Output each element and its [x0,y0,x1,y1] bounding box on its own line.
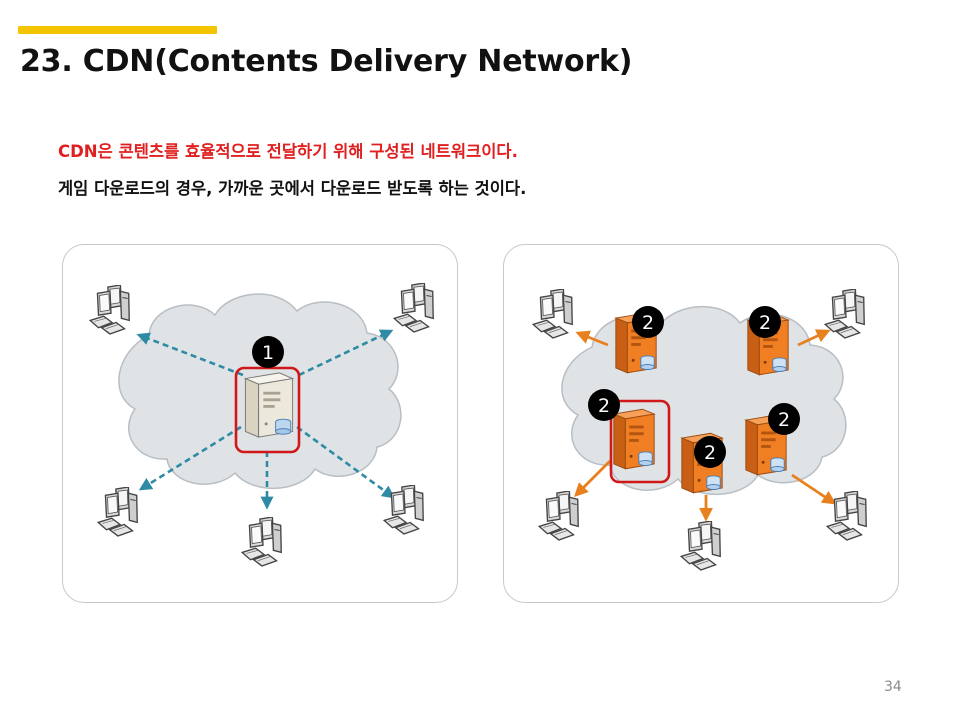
svg-text:2: 2 [704,442,716,464]
step-badge-2: 2 [749,306,781,338]
origin-server-icon [244,372,294,438]
title-accent-bar [18,26,217,34]
workstation-icon [538,491,579,541]
edge-highlight-box [609,399,671,484]
workstation-icon [680,521,721,571]
workstation-icon [241,517,282,567]
step-badge-2: 2 [632,306,664,338]
edge-link [575,330,609,347]
workstation-icon [824,289,865,339]
edge-server-icon [613,408,655,470]
step-badge-2: 2 [768,403,800,435]
workstation-icon [826,491,867,541]
svg-text:2: 2 [598,395,610,417]
workstation-icon [383,485,424,535]
workstation-icon [532,289,573,339]
origin-highlight-box [234,366,301,454]
page-number: 34 [884,679,902,695]
svg-text:2: 2 [778,409,790,431]
cdn-definition-text: CDN은 콘텐츠를 효율적으로 전달하기 위해 구성된 네트워크이다. [58,142,518,161]
diagram-distributed-edge: 2 2 2 2 2 [503,244,899,603]
step-badge-1: 1 [252,336,284,368]
diagram-single-origin: 1 [62,244,458,603]
workstation-icon [89,285,130,335]
edge-link [791,473,837,505]
edge-link [797,329,831,347]
cdn-example-text: 게임 다운로드의 경우, 가까운 곳에서 다운로드 받도록 하는 것이다. [58,179,527,198]
edge-link [574,460,611,497]
workstation-icon [97,487,138,537]
dashed-link [136,332,244,377]
svg-text:2: 2 [759,312,771,334]
slide-title: 23. CDN(Contents Delivery Network) [20,44,633,79]
step-badge-2: 2 [588,389,620,421]
svg-text:2: 2 [642,312,654,334]
dashed-link [298,329,394,377]
workstation-icon [393,283,434,333]
svg-text:1: 1 [262,342,274,364]
step-badge-2: 2 [694,436,726,468]
